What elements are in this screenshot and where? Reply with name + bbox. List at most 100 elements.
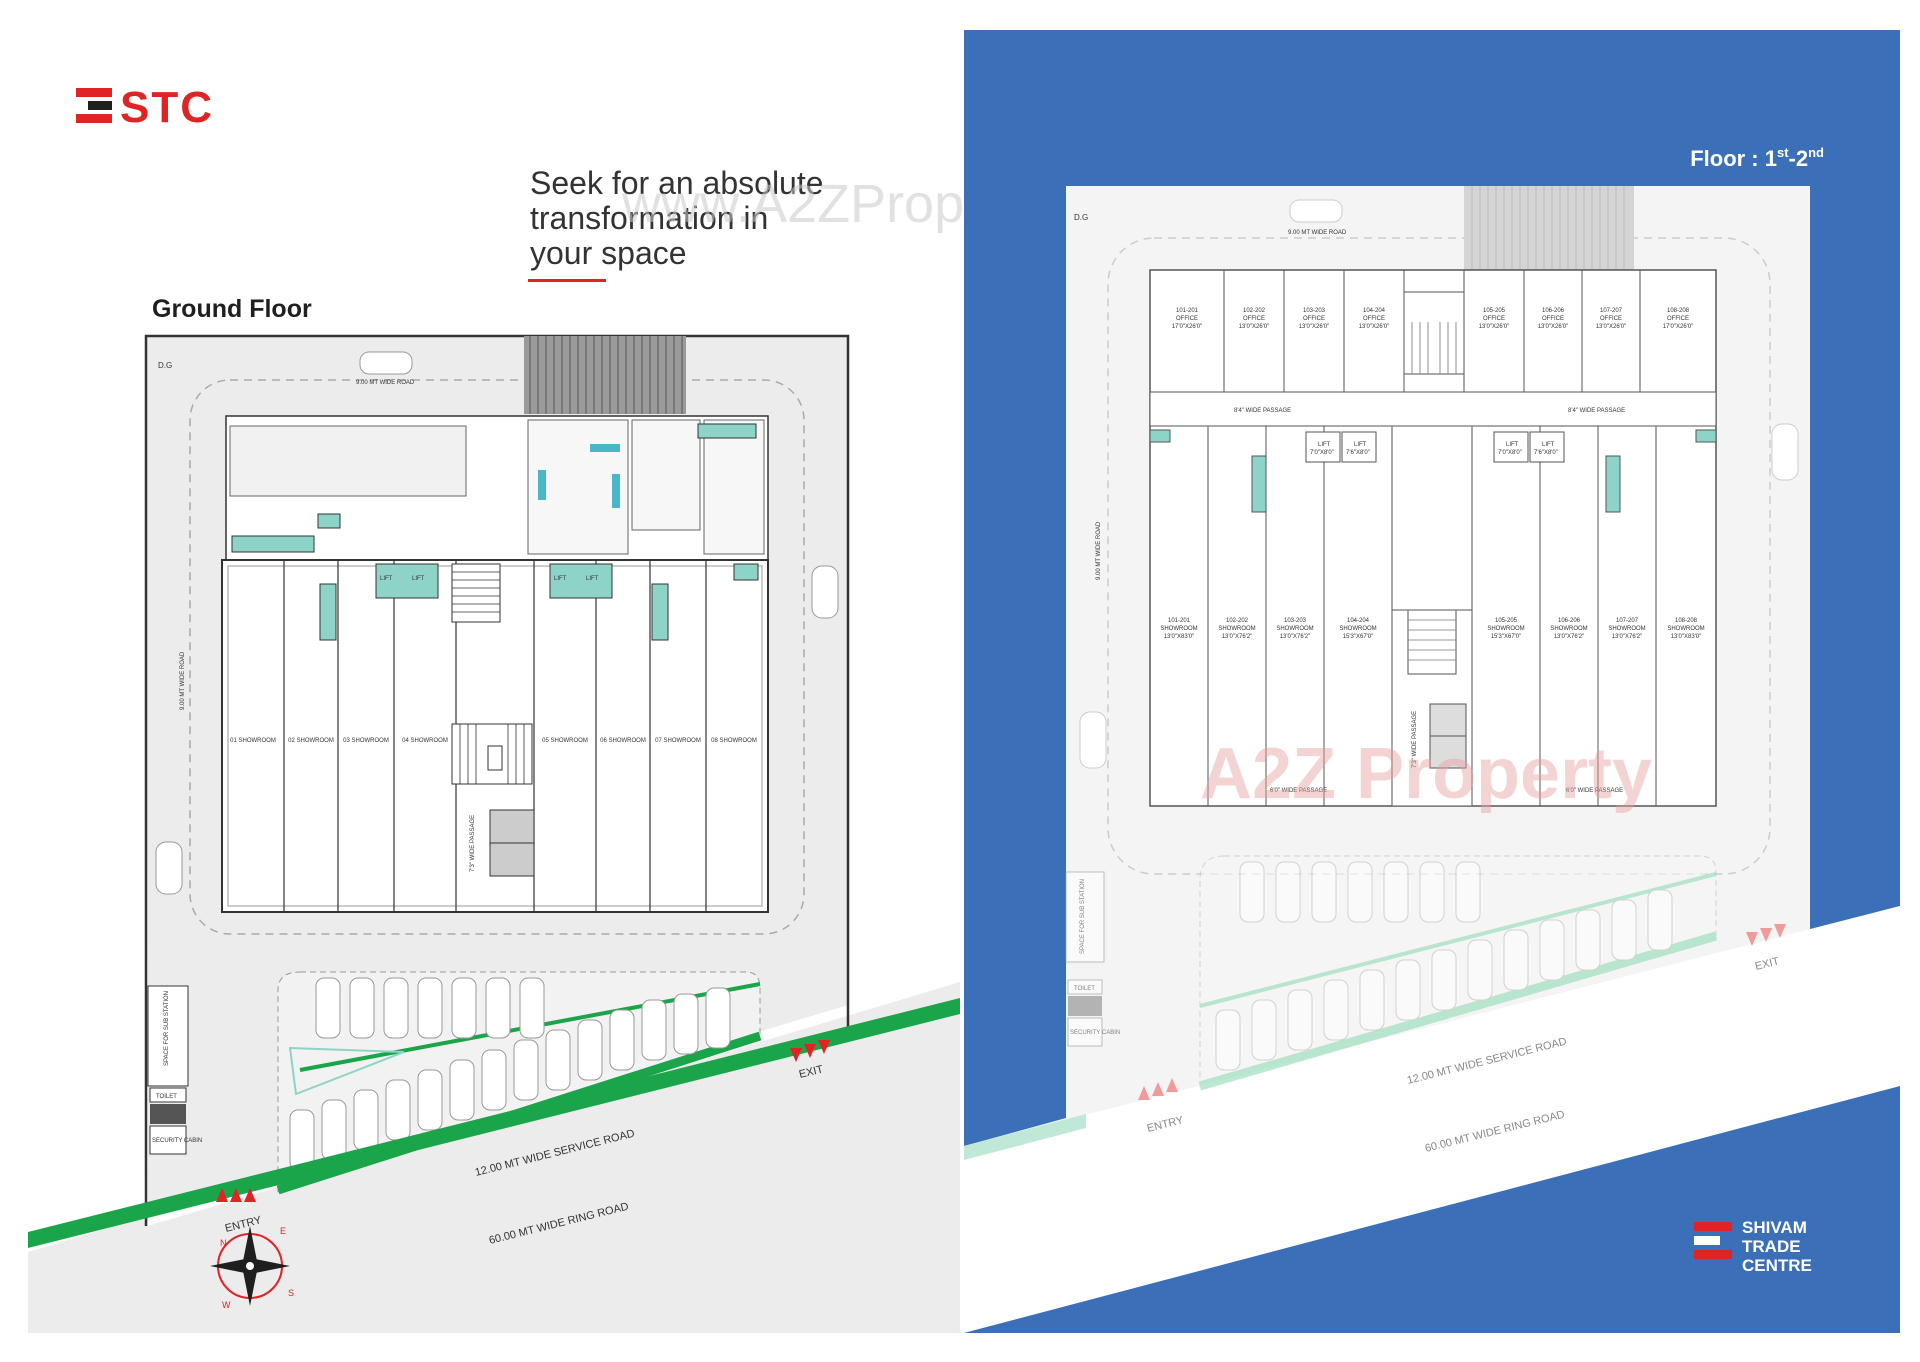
office-1-size: 17'0"X26'0" [1172,324,1203,330]
ground-top-road-label: 9.00 MT WIDE ROAD [356,380,415,386]
ground-showroom-04: 04 SHOWROOM [402,738,448,744]
upper-passage-bottom-left: 6'0" WIDE PASSAGE [1270,788,1327,794]
ground-toilet-label: TOILET [156,1094,177,1100]
u-showroom-4-type: SHOWROOM [1339,626,1376,632]
upper-lift-1: LIFT [1318,442,1331,448]
upper-toilet-label: TOILET [1074,986,1095,992]
compass-s: S [288,1288,294,1298]
office-1-type: OFFICE [1176,316,1198,322]
u-showroom-5-size: 15'3"X67'0" [1491,634,1522,640]
office-6-size: 13'0"X26'0" [1538,324,1569,330]
u-showroom-8-type: SHOWROOM [1667,626,1704,632]
ground-passage-label: 7'3" WIDE PASSAGE [470,815,476,872]
u-showroom-7-size: 13'0"X76'2" [1612,634,1643,640]
u-showroom-7-no: 107-207 [1616,618,1639,624]
floor-label: Floor : 1st-2nd [1690,145,1824,171]
ground-showroom-06: 06 SHOWROOM [600,738,646,744]
u-showroom-1-no: 101-201 [1168,618,1191,624]
office-2-type: OFFICE [1243,316,1265,322]
office-2-size: 13'0"X26'0" [1239,324,1270,330]
ground-security-label: SECURITY CABIN [152,1138,202,1144]
office-4-no: 104-204 [1363,308,1386,314]
upper-lift-4: LIFT [1542,442,1555,448]
upper-security-label: SECURITY CABIN [1070,1030,1120,1036]
ground-exit-label: EXIT [798,1063,825,1081]
office-3-type: OFFICE [1303,316,1325,322]
office-3-size: 13'0"X26'0" [1299,324,1330,330]
u-showroom-7-type: SHOWROOM [1608,626,1645,632]
u-showroom-2-type: SHOWROOM [1218,626,1255,632]
ground-floor-plan: D.G 9.00 MT WIDE ROAD 9.00 MT WIDE ROAD [28,334,960,1333]
upper-passage-top-left: 8'4" WIDE PASSAGE [1234,408,1291,414]
u-showroom-3-size: 13'0"X76'2" [1280,634,1311,640]
headline-underline [528,279,606,282]
u-showroom-1-size: 13'0"X83'0" [1164,634,1195,640]
headline-line-3: your space [530,235,687,271]
watermark-a2z: A2Z Property [1200,734,1652,814]
upper-floor-panel: D.G 9.00 MT WIDE ROAD 9.00 MT WIDE ROAD … [964,30,1900,1333]
floor-sup-2: nd [1808,145,1824,160]
ground-lift-4: LIFT [586,576,599,582]
u-showroom-8-no: 108-208 [1675,618,1698,624]
stc-logo-text: STC [120,83,214,132]
ground-driveway [189,379,805,935]
office-8-type: OFFICE [1667,316,1689,322]
headline-line-2: transformation in [530,200,768,236]
stc-logo: STC [76,83,214,132]
ground-top-hatch [524,336,686,414]
floor-dash: -2 [1789,146,1809,171]
office-8-size: 17'0"X26'0" [1663,324,1694,330]
office-6-type: OFFICE [1542,316,1564,322]
ground-lift-1: LIFT [380,576,393,582]
shivam-trade-centre-logo: SHIVAM TRADE CENTRE [1694,1218,1812,1275]
ground-showroom-08: 08 SHOWROOM [711,738,757,744]
ground-showroom-07: 07 SHOWROOM [655,738,701,744]
u-showroom-4-size: 15'3"X67'0" [1343,634,1374,640]
office-6-no: 106-206 [1542,308,1565,314]
floor-sup-1: st [1777,145,1789,160]
ground-showroom-05: 05 SHOWROOM [542,738,588,744]
compass-n: N [220,1238,227,1248]
office-7-no: 107-207 [1600,308,1623,314]
upper-lift-4-size: 7'6"X8'0" [1534,450,1558,456]
upper-top-road-label: 9.00 MT WIDE ROAD [1288,230,1347,236]
u-showroom-6-size: 13'0"X76'2" [1554,634,1585,640]
upper-exit-label: EXIT [1754,955,1781,973]
office-5-type: OFFICE [1483,316,1505,322]
u-showroom-3-type: SHOWROOM [1276,626,1313,632]
upper-floor-plan: 8'4" WIDE PASSAGE 8'4" WIDE PASSAGE [1149,269,1717,807]
upper-side-road-label: 9.00 MT WIDE ROAD [1096,521,1102,580]
office-4-size: 13'0"X26'0" [1359,324,1390,330]
upper-lift-2: LIFT [1354,442,1367,448]
headline: Seek for an absolute transformation in y… [528,165,824,282]
upper-lift-3-size: 7'0"X8'0" [1498,450,1522,456]
office-8-no: 108-208 [1667,308,1690,314]
u-showroom-1-type: SHOWROOM [1160,626,1197,632]
office-2-no: 102-202 [1243,308,1266,314]
u-showroom-2-no: 102-202 [1226,618,1249,624]
u-showroom-5-no: 105-205 [1495,618,1518,624]
headline-line-1: Seek for an absolute [530,165,824,201]
office-7-size: 13'0"X26'0" [1596,324,1627,330]
upper-lift-1-size: 7'0"X8'0" [1310,450,1334,456]
office-5-size: 13'0"X26'0" [1479,324,1510,330]
u-showroom-6-type: SHOWROOM [1550,626,1587,632]
upper-dg-label: D.G [1074,213,1088,222]
u-showroom-4-no: 104-204 [1347,618,1370,624]
upper-passage-bottom-right: 6'0" WIDE PASSAGE [1566,788,1623,794]
u-showroom-6-no: 106-206 [1558,618,1581,624]
ground-floor-title: Ground Floor [152,295,312,323]
ground-substation-label: SPACE FOR SUB STATION [164,991,170,1066]
u-showroom-2-size: 13'0"X76'2" [1222,634,1253,640]
ground-showroom-01: 01 SHOWROOM [230,738,276,744]
office-5-no: 105-205 [1483,308,1506,314]
u-showroom-5-type: SHOWROOM [1487,626,1524,632]
floor-label-text: Floor : 1 [1690,146,1777,171]
compass-icon: N E S W [210,1226,294,1310]
footer-logo-line-3: CENTRE [1742,1256,1812,1275]
ground-lift-3: LIFT [554,576,567,582]
upper-lift-3: LIFT [1506,442,1519,448]
ground-showroom-02: 02 SHOWROOM [288,738,334,744]
